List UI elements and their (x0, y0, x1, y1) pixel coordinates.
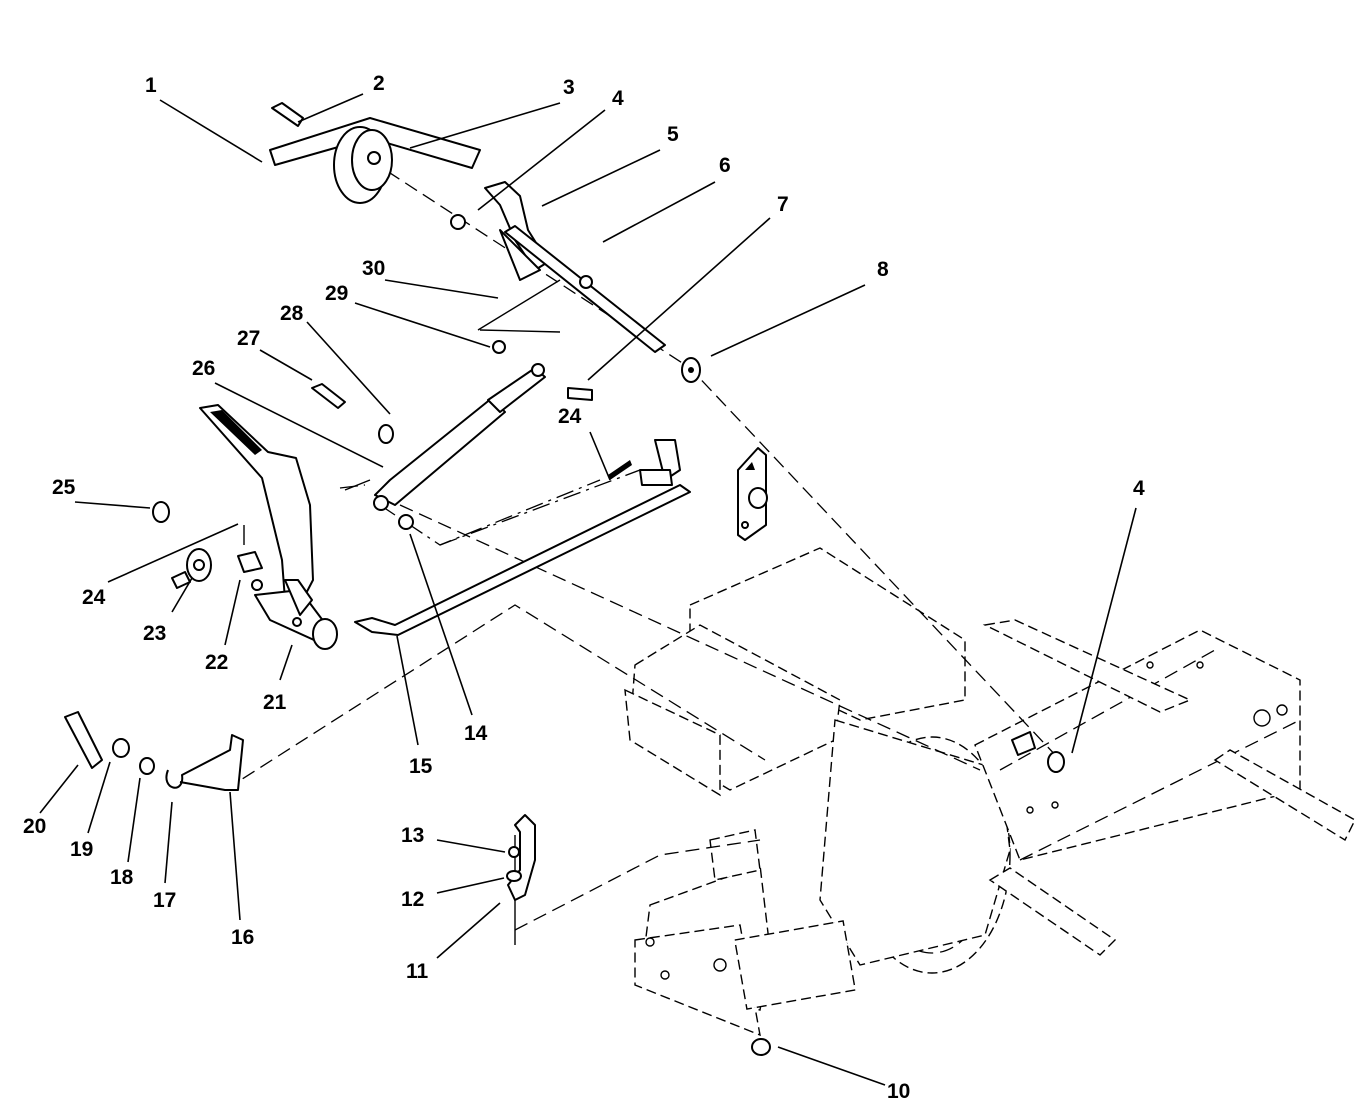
callout-29: 29 (325, 282, 348, 305)
callout-20: 20 (23, 815, 46, 838)
belt-pulley-assembly (269, 102, 481, 204)
callout-2: 2 (373, 72, 385, 95)
callout-24: 24 (558, 405, 582, 428)
mount-plate (737, 447, 768, 541)
callout-14: 14 (464, 722, 488, 745)
pivot-hardware (152, 501, 263, 591)
callout-11: 11 (406, 960, 429, 983)
callout-15: 15 (409, 755, 433, 778)
callout-4: 4 (1133, 477, 1145, 500)
washer-8 (681, 357, 701, 383)
callout-labels: 1 2 3 4 5 6 7 8 30 29 28 27 26 24 25 24 … (23, 72, 1145, 1103)
callout-19: 19 (70, 838, 93, 861)
callout-13: 13 (401, 824, 424, 847)
callout-30: 30 (362, 257, 385, 280)
chassis-frame (624, 547, 1356, 1037)
callout-27: 27 (237, 327, 260, 350)
callout-28: 28 (280, 302, 304, 325)
callout-7: 7 (777, 193, 789, 216)
idler-bracket (450, 181, 666, 353)
callout-25: 25 (52, 476, 76, 499)
nuts (751, 731, 1065, 1056)
callout-23: 23 (143, 622, 166, 645)
leader-lines (39, 93, 1137, 1086)
callout-1: 1 (145, 74, 157, 97)
adjust-lever (64, 711, 244, 791)
callout-10: 10 (887, 1080, 910, 1103)
callout-17: 17 (153, 889, 176, 912)
callout-21: 21 (263, 691, 287, 714)
callout-4: 4 (612, 87, 624, 110)
bolt-washer-27-28 (311, 383, 394, 444)
spring-cylinder (373, 340, 593, 530)
callout-5: 5 (667, 123, 679, 146)
callout-22: 22 (205, 651, 228, 674)
control-rod (354, 439, 691, 636)
callout-3: 3 (563, 76, 575, 99)
callout-24: 24 (82, 586, 106, 609)
callout-6: 6 (719, 154, 731, 177)
callout-16: 16 (231, 926, 254, 949)
callout-26: 26 (192, 357, 215, 380)
callout-8: 8 (877, 258, 889, 281)
callout-18: 18 (110, 866, 134, 889)
callout-12: 12 (401, 888, 424, 911)
lower-link (506, 814, 536, 901)
pedal-lever (199, 404, 338, 650)
